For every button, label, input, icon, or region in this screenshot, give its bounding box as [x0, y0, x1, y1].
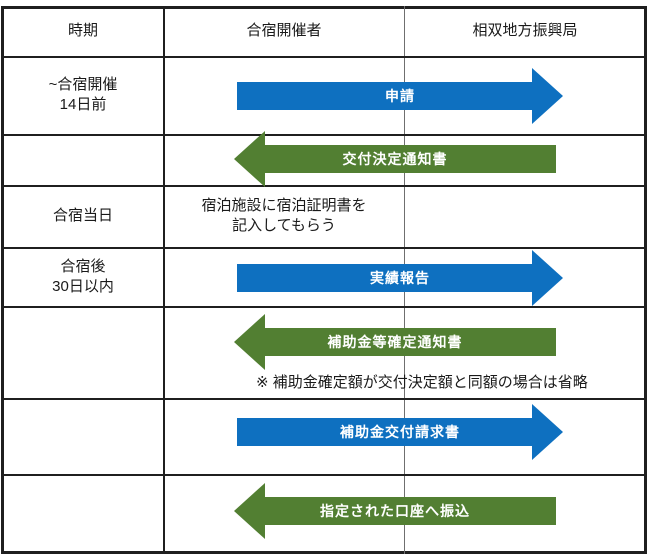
time-line: 30日以内 [52, 277, 114, 295]
right-arrow-body [237, 418, 532, 446]
arrow-label: 実績報告 [370, 270, 430, 286]
left-arrow-head-icon [234, 314, 265, 370]
left-arrow-body [265, 328, 556, 356]
arrow-label: 補助金交付請求書 [340, 424, 460, 440]
header-bureau: 相双地方振興局 [404, 8, 646, 54]
arrow-label: 申請 [385, 88, 415, 104]
row-divider-1 [2, 56, 647, 58]
time-cell-camp-day: 合宿当日 [2, 185, 164, 247]
time-line: 合宿後 [60, 257, 106, 275]
row-divider-4 [2, 247, 647, 249]
header-bureau-label: 相双地方振興局 [472, 22, 578, 39]
left-arrow-body [265, 497, 556, 525]
action-line: 宿泊施設に宿泊証明書を [201, 197, 367, 214]
left-arrow-head-icon [234, 131, 265, 187]
column-divider-time [163, 6, 165, 554]
left-arrow-head-icon [234, 483, 265, 539]
time-line: 合宿当日 [52, 207, 113, 224]
header-time-label: 時期 [67, 22, 98, 39]
header-organizer: 合宿開催者 [164, 8, 404, 54]
arrow-application: 申請 [237, 68, 563, 124]
right-arrow-head-icon [532, 250, 563, 306]
action-line: 記入してもらう [232, 217, 336, 234]
arrow-subsidy-confirmation-notice: 補助金等確定通知書 [234, 314, 556, 370]
time-cell-before-camp: ~合宿開催 14日前 [2, 56, 164, 134]
header-organizer-label: 合宿開催者 [246, 22, 322, 39]
action-cell-certificate: 宿泊施設に宿泊証明書を 記入してもらう [164, 185, 404, 247]
right-arrow-head-icon [532, 68, 563, 124]
right-arrow-head-icon [532, 404, 563, 460]
table-outer-border [1, 6, 647, 554]
arrow-label: 交付決定通知書 [342, 151, 448, 167]
arrow-label: 指定された口座へ振込 [320, 503, 470, 519]
header-time: 時期 [2, 8, 164, 54]
row-divider-2 [2, 134, 647, 136]
arrow-results-report: 実績報告 [237, 250, 563, 306]
right-arrow-body [237, 264, 532, 292]
time-line: ~合宿開催 [48, 76, 118, 93]
time-cell-after-camp: 合宿後 30日以内 [2, 247, 164, 306]
row-divider-3 [2, 185, 647, 187]
time-line: 14日前 [59, 96, 107, 113]
row-divider-6 [2, 398, 647, 400]
arrow-bank-transfer: 指定された口座へ振込 [234, 483, 556, 539]
row-divider-7 [2, 474, 647, 476]
arrow-grant-decision-notice: 交付決定通知書 [234, 131, 556, 187]
arrow-label: 補助金等確定通知書 [327, 334, 463, 350]
arrow-subsidy-payment-request: 補助金交付請求書 [237, 404, 563, 460]
right-arrow-body [237, 82, 532, 110]
row-divider-5 [2, 306, 647, 308]
left-arrow-body [265, 145, 556, 173]
omission-note: ※ 補助金確定額が交付決定額と同額の場合は省略 [256, 374, 588, 391]
